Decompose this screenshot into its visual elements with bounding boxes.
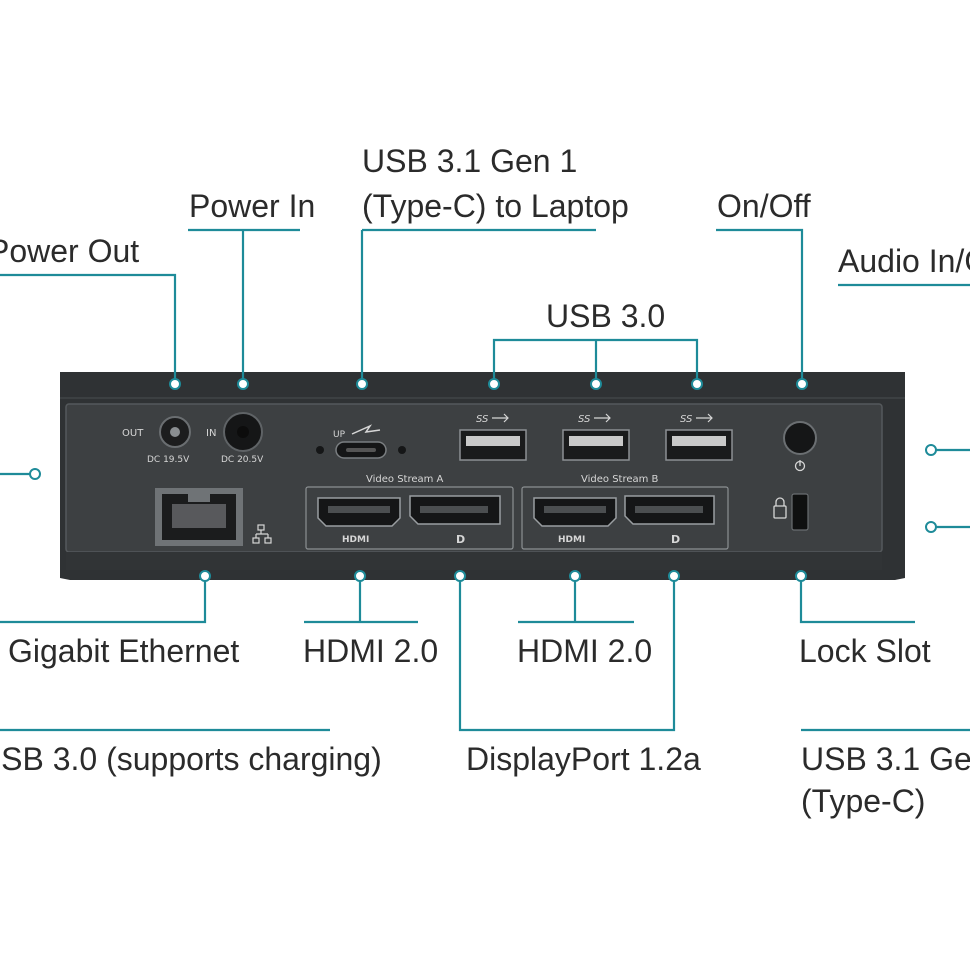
ss-label-3: SS — [680, 414, 693, 425]
usb31-typec-label-line2: (Type-C) — [801, 783, 925, 819]
callout-pins — [29, 378, 937, 582]
usb-icon — [594, 413, 611, 423]
power-out-leader — [0, 273, 177, 384]
video-stream-a-group: Video Stream A HDMI D — [305, 474, 514, 550]
out-label: OUT — [122, 428, 144, 439]
hdmi-a-label: HDMI — [342, 535, 369, 545]
pin — [668, 570, 680, 582]
video-stream-b-label: Video Stream B — [581, 474, 659, 485]
dc-in-jack: IN DC 20.5V — [206, 412, 264, 465]
usb-a-port-2: SS — [562, 413, 630, 461]
dc-in-rating: DC 20.5V — [221, 455, 264, 465]
pin — [356, 378, 368, 390]
hdmi-port-a: HDMI — [317, 497, 401, 545]
power-in-label: Power In — [189, 188, 315, 224]
pin — [29, 468, 41, 480]
usb30-charging-label: USB 3.0 (supports charging) — [0, 741, 382, 777]
audio-label: Audio In/Out — [838, 243, 970, 279]
pin — [199, 570, 211, 582]
video-stream-a-label: Video Stream A — [366, 474, 444, 485]
usb-c-upstream-port: UP — [316, 424, 406, 459]
pin — [925, 444, 937, 456]
ethernet-port — [155, 488, 272, 546]
lock-slot-label: Lock Slot — [799, 633, 931, 669]
pin — [691, 378, 703, 390]
dc-out-rating: DC 19.5V — [147, 455, 190, 465]
usb30-top-label: USB 3.0 — [546, 298, 665, 334]
gigabit-ethernet-label: Gigabit Ethernet — [8, 633, 239, 669]
video-stream-b-group: Video Stream B HDMI D — [521, 474, 729, 550]
pin — [488, 378, 500, 390]
dp-b-label: D — [671, 533, 680, 546]
lock-slot-leader — [799, 576, 915, 624]
pin — [590, 378, 602, 390]
on-off-leader — [716, 228, 804, 384]
in-label: IN — [206, 428, 216, 439]
up-label: UP — [333, 430, 346, 440]
usb31-laptop-label-line2: (Type-C) to Laptop — [362, 188, 629, 224]
usb-a-port-3: SS — [665, 413, 733, 461]
on-off-label: On/Off — [717, 188, 811, 224]
displayport-callout: DisplayPort 1.2a — [466, 741, 701, 777]
usb-icon — [696, 413, 713, 423]
usb31-laptop-label-line1: USB 3.1 Gen 1 — [362, 143, 577, 179]
pin — [169, 378, 181, 390]
power-out-label: Power Out — [0, 233, 139, 269]
hdmi-b-leader — [518, 576, 634, 624]
ethernet-leader — [0, 576, 207, 624]
power-in-leader — [188, 228, 300, 384]
network-icon — [252, 524, 272, 544]
usb30-top-leader — [492, 338, 699, 384]
usb-a-port-1: SS — [459, 413, 527, 461]
hdmi-a-leader — [304, 576, 418, 624]
usb31-laptop-leader — [360, 228, 596, 384]
ss-label-1: SS — [476, 414, 489, 425]
displayport-leader — [458, 576, 676, 732]
lock-slot — [773, 493, 809, 531]
hdmi-b-label: HDMI — [558, 535, 585, 545]
usb-icon — [492, 413, 509, 423]
displayport-b: D — [624, 495, 715, 546]
ss-label-2: SS — [578, 414, 591, 425]
hdmi-port-b: HDMI — [533, 497, 617, 545]
power-button — [783, 421, 817, 472]
lock-icon — [773, 505, 787, 519]
pin — [454, 570, 466, 582]
pin — [796, 378, 808, 390]
pin — [569, 570, 581, 582]
dc-out-jack: OUT DC 19.5V — [122, 416, 191, 465]
pin — [925, 521, 937, 533]
usb31-typec-label-line1: USB 3.1 Gen 1 — [801, 741, 970, 777]
hdmi-b-callout: HDMI 2.0 — [517, 633, 652, 669]
docking-station: OUT DC 19.5V IN DC 20.5V UP SS SS — [60, 372, 905, 580]
hdmi-a-callout: HDMI 2.0 — [303, 633, 438, 669]
displayport-a: D — [409, 495, 501, 546]
leader-lines — [0, 228, 970, 732]
pin — [795, 570, 807, 582]
callout-labels: Power Out Power In USB 3.1 Gen 1 (Type-C… — [0, 143, 970, 819]
pin — [354, 570, 366, 582]
thunderbolt-icon — [351, 424, 381, 435]
pin — [237, 378, 249, 390]
dp-a-label: D — [456, 533, 465, 546]
